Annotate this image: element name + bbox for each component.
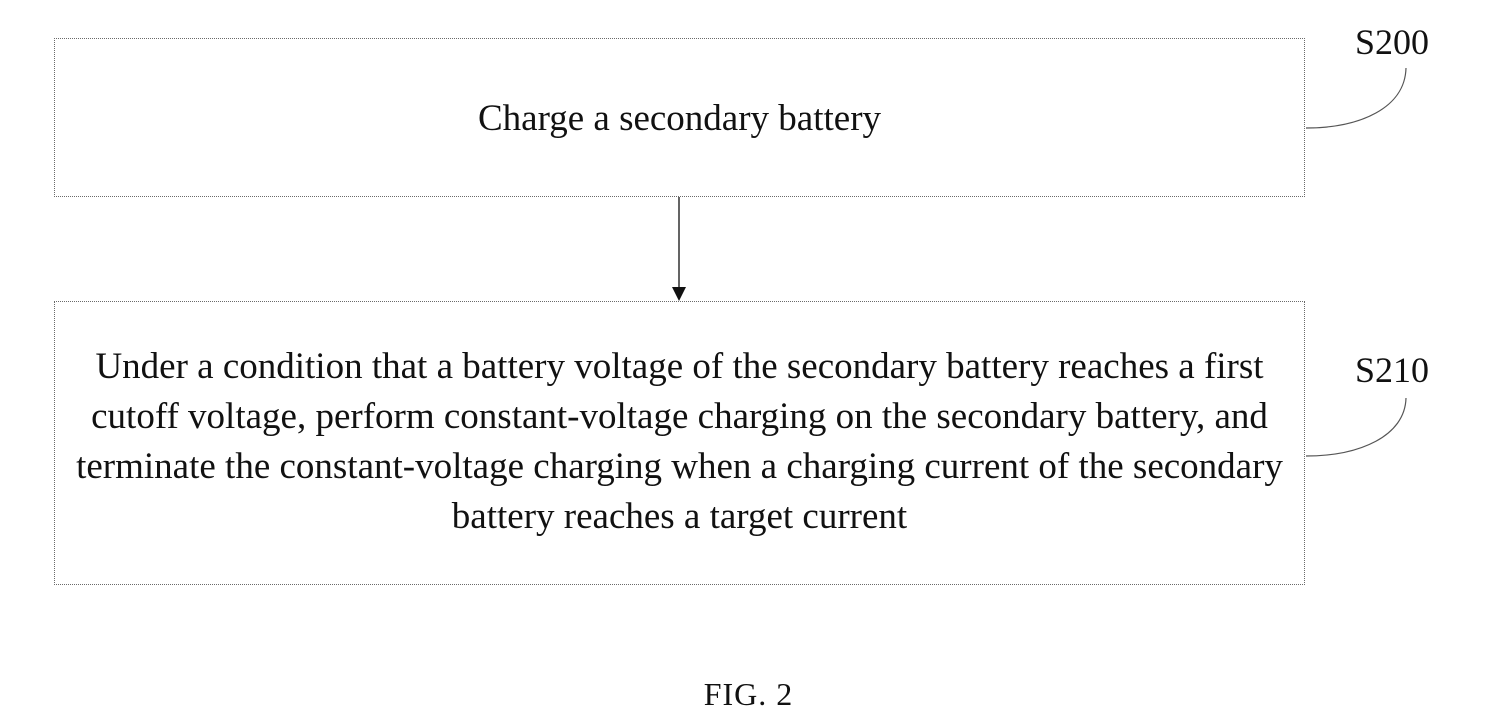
step-label-s200: S200 <box>1355 22 1429 62</box>
step-box-s210: Under a condition that a battery voltage… <box>54 301 1305 585</box>
figure-caption: FIG. 2 <box>0 676 1497 712</box>
label-leader-s200 <box>1306 68 1406 128</box>
step-text-s210: Under a condition that a battery voltage… <box>56 342 1304 542</box>
step-label-s210: S210 <box>1355 350 1429 390</box>
step-box-s200: Charge a secondary battery <box>54 38 1305 197</box>
label-leader-s210 <box>1306 398 1406 456</box>
step-text-s200: Charge a secondary battery <box>470 94 889 144</box>
flow-arrowhead <box>672 287 686 301</box>
